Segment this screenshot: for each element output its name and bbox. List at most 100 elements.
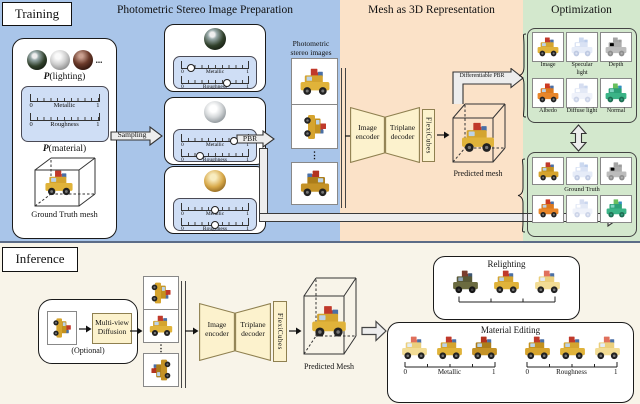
metallic-0-truck	[399, 336, 430, 360]
training-label: Training	[2, 2, 72, 26]
pred-caption-diffuse: Diffuse light	[566, 107, 598, 114]
sample3-env-sphere	[204, 170, 226, 192]
opt-title: Optimization	[551, 4, 612, 16]
relight-bright-truck	[532, 270, 563, 294]
pred-albedo-cell	[532, 77, 564, 108]
relighting-box: Relighting	[433, 256, 580, 320]
stereo-image-stack: ⋮	[291, 58, 338, 205]
prep-title: Photometric Stereo Image Preparation	[117, 4, 293, 16]
relighting-title: Relighting	[487, 259, 526, 269]
predicted-mesh-truck	[458, 122, 498, 153]
metallic-prior-slider	[29, 93, 100, 102]
gt-albedo-cell	[532, 194, 564, 223]
inference-view-1	[143, 276, 179, 310]
inference-view-3	[143, 353, 179, 387]
sample3-metallic-slider	[181, 203, 249, 214]
predicted-mesh-caption-inference: Predicted Mesh	[304, 362, 354, 371]
predicted-mesh-training	[449, 98, 507, 168]
relighting-scale	[458, 296, 555, 303]
env-sphere-1	[26, 50, 47, 70]
metallic-min: 0	[29, 102, 33, 109]
lighting-spheres: ...	[13, 50, 116, 70]
stack-ellipsis: ⋮	[310, 150, 319, 160]
ground-truth-mesh	[32, 156, 98, 208]
relight-mid-truck	[491, 270, 522, 294]
pbr-to-gt-pipe-vertical	[259, 148, 268, 218]
roughness-label: Roughness	[50, 120, 79, 128]
inference-stack-boundary	[181, 281, 186, 388]
pred-caption-image: Image	[540, 62, 556, 68]
optional-to-stack-arrow	[130, 327, 143, 335]
input-to-mv-arrow	[79, 325, 92, 333]
roughness-min: 0	[29, 120, 33, 128]
sample1-env-sphere	[204, 28, 226, 50]
stereo-image-2	[291, 104, 338, 149]
loss-double-arrow	[570, 124, 587, 152]
stack-boundary-line	[341, 68, 346, 208]
relight-dark-truck	[450, 270, 481, 294]
material-editing-box: Material Editing 0 Metallic 1	[387, 322, 634, 403]
roughness-1-truck	[592, 336, 623, 360]
predicted-mesh-truck-inference	[308, 302, 350, 341]
pred-diffuse-cell	[566, 77, 598, 108]
prediction-grid: Image Specular light Depth Albedo Diffus…	[527, 28, 637, 123]
inference-view-2	[143, 309, 179, 343]
pred-caption-specular: Specular light	[571, 62, 593, 76]
stereo-images-caption: Photometric stereo images	[290, 39, 332, 57]
training-inference-divider	[0, 241, 640, 243]
metallic-mid-truck	[434, 336, 465, 360]
pred-image-cell	[532, 32, 564, 62]
material-prior-panel: 0 Metallic 1 0 Roughness 1	[20, 86, 109, 142]
pred-caption-depth: Depth	[608, 62, 624, 68]
roughness-0-truck	[522, 336, 553, 360]
gt-depth-cell	[600, 157, 632, 185]
stereo-image-3	[291, 162, 338, 205]
ground-truth-grid: Ground Truth	[527, 152, 637, 237]
roughness-edit-scale: 0 Roughness 1	[526, 361, 618, 376]
metallic-label: Metallic	[53, 102, 76, 109]
sampling-arrow: Sampling	[110, 125, 164, 147]
sample2-env-sphere	[204, 101, 226, 123]
gt-image-cell	[532, 157, 564, 185]
metallic-edit-scale: 0 Metallic 1	[404, 361, 496, 376]
inference-label: Inference	[2, 247, 78, 272]
roughness-max: 1	[96, 120, 100, 128]
stack-to-encoder-arrow-inference	[185, 327, 199, 335]
sample1-roughness-slider	[181, 75, 249, 87]
sample3-roughness-slider	[181, 217, 249, 229]
flexicubes-block: FlexiCubes	[422, 109, 435, 162]
flexicubes-block-inference: FlexiCubes	[273, 301, 287, 362]
gt-truck-image	[42, 170, 76, 196]
env-sphere-2	[49, 50, 70, 70]
material-editing-title: Material Editing	[480, 325, 541, 335]
pred-specular-cell	[566, 32, 598, 62]
predicted-mesh-inference	[300, 272, 358, 360]
p-lighting-label: P(lighting)	[43, 72, 86, 82]
inference-image-stack: ⋮	[143, 276, 179, 387]
metallic-max: 1	[96, 102, 100, 109]
optional-caption: (Optional)	[71, 346, 105, 355]
lighting-ellipsis: ...	[95, 55, 103, 65]
pred-caption-albedo: Albedo	[539, 107, 557, 114]
input-image-cell	[47, 311, 77, 345]
mesh-to-applications-arrow	[361, 320, 387, 342]
predicted-mesh-caption: Predicted mesh	[453, 169, 503, 178]
pred-caption-normal: Normal	[606, 107, 626, 114]
differentiable-pbr-label: Differentiable PBR	[459, 73, 505, 79]
flexicubes-to-mesh-arrow	[437, 131, 450, 139]
env-sphere-3	[72, 50, 93, 70]
gt-normal-cell	[600, 194, 632, 223]
roughness-prior-slider	[29, 112, 100, 121]
roughness-mid-truck	[557, 336, 588, 360]
ground-truth-label: Ground Truth	[564, 186, 600, 193]
pbr-arrow: PBR	[236, 130, 276, 148]
gt-specular-cell	[566, 157, 598, 185]
prior-box: ... P(lighting) 0 Metallic 1 0 Roughness…	[12, 38, 117, 239]
